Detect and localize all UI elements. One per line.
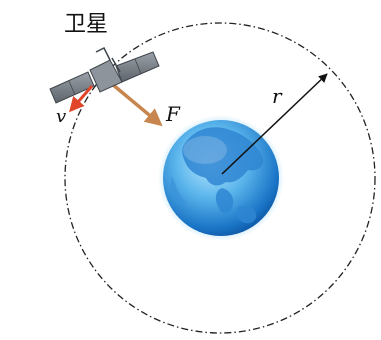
orbit-path xyxy=(64,22,376,334)
velocity-label: v xyxy=(56,106,66,127)
force-arrow xyxy=(104,77,163,127)
velocity-arrow xyxy=(69,85,94,113)
earth-globe-icon xyxy=(158,115,284,241)
radius-arrow xyxy=(221,73,328,175)
satellite-icon xyxy=(49,46,160,104)
satellite-label: 卫星 xyxy=(64,12,108,37)
radius-label: r xyxy=(272,84,283,108)
force-label: F xyxy=(165,102,181,126)
